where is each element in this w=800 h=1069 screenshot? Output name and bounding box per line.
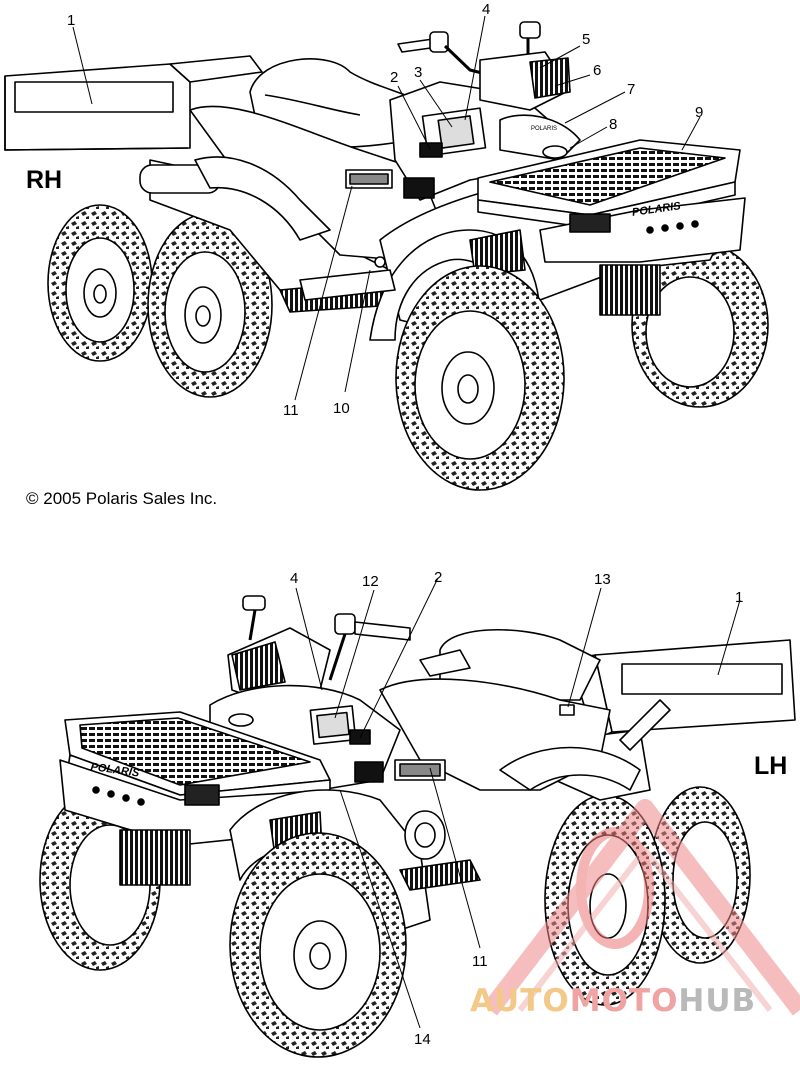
watermark-logo bbox=[482, 799, 800, 1016]
lh-callout-2: 2 bbox=[434, 569, 442, 586]
lh-callout-13: 13 bbox=[594, 571, 611, 588]
rh-callout-3: 3 bbox=[414, 64, 422, 81]
lh-callout-4: 4 bbox=[290, 570, 298, 587]
rh-callout-8: 8 bbox=[609, 116, 617, 133]
rh-front-wheel-far bbox=[631, 242, 769, 408]
rh-cargo-box bbox=[4, 55, 263, 151]
rh-rear-wheel-2 bbox=[147, 212, 273, 398]
rh-front-wheel-near bbox=[395, 265, 565, 491]
rh-callout-7: 7 bbox=[627, 81, 635, 98]
lh-view-label: LH bbox=[754, 752, 788, 780]
rh-front-rack bbox=[477, 139, 741, 229]
rh-callout-5: 5 bbox=[582, 31, 590, 48]
rh-callout-2: 2 bbox=[390, 69, 398, 86]
watermark-part-hub: HUB bbox=[678, 983, 757, 1019]
rh-callout-6: 6 bbox=[593, 62, 601, 79]
watermark-text: AUTOMOTOHUB bbox=[470, 983, 800, 1019]
rh-callout-9: 9 bbox=[695, 104, 703, 121]
lh-callout-14: 14 bbox=[414, 1031, 431, 1048]
rh-rear-wheel-1 bbox=[47, 204, 153, 362]
rh-callout-10: 10 bbox=[333, 400, 350, 417]
watermark-part-auto: AUTO bbox=[470, 983, 570, 1019]
copyright-text: © 2005 Polaris Sales Inc. bbox=[26, 489, 218, 508]
rh-leader-lines bbox=[72, 15, 701, 401]
lh-callout-1: 1 bbox=[735, 589, 743, 606]
lh-callout-11: 11 bbox=[472, 953, 488, 970]
rh-callout-4: 4 bbox=[482, 1, 490, 18]
lh-leader-lines bbox=[295, 577, 741, 1029]
svg-text:POLARIS: POLARIS bbox=[531, 126, 557, 132]
rh-view: POLARIS POLARIS bbox=[4, 1, 769, 491]
rh-view-label: RH bbox=[26, 166, 63, 194]
lh-callout-12: 12 bbox=[362, 573, 379, 590]
lh-front-wheel-near bbox=[229, 832, 407, 1058]
watermark-part-moto: MOTO bbox=[569, 983, 679, 1019]
rh-callout-1: 1 bbox=[67, 12, 75, 29]
rh-callout-11: 11 bbox=[283, 402, 299, 419]
lh-callouts: 4 12 2 13 1 11 14 bbox=[290, 569, 743, 1048]
lh-view: POLARIS 4 12 2 13 bbox=[39, 569, 796, 1058]
rh-callouts: 1 2 3 4 5 6 7 8 9 10 11 bbox=[67, 1, 703, 419]
